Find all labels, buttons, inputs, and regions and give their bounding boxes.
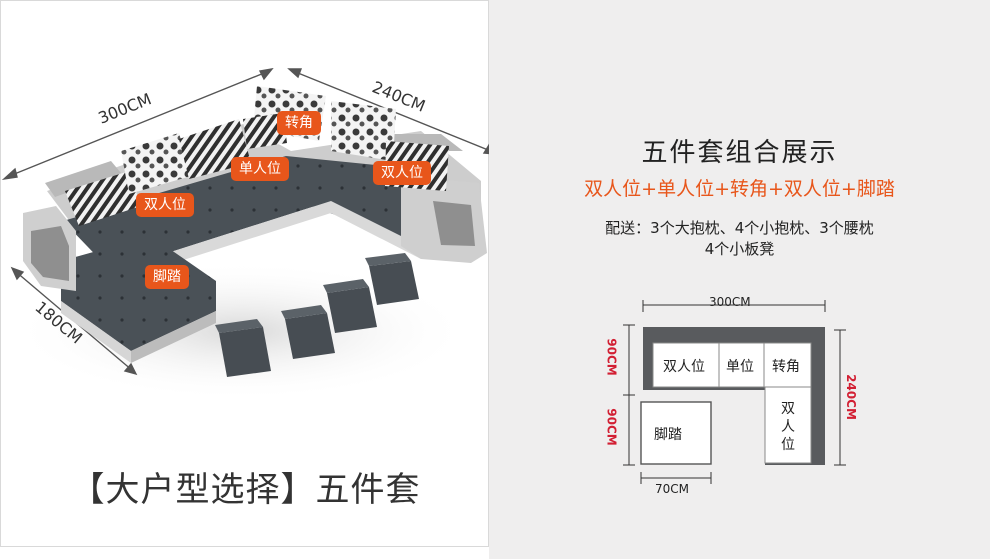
tag-double-seat-right: 双人位 [373, 161, 431, 185]
product-image-panel: 300CM 240CM 180CM 双人位 单人位 转角 双人位 脚踏 【大户型… [0, 0, 490, 547]
plan-height-right: 240CM [843, 374, 858, 420]
plan-vertical-double-seat: 双 人 位 [781, 401, 795, 453]
tag-double-seat-left: 双人位 [136, 193, 194, 217]
plan-width-top: 300CM [709, 295, 751, 309]
plan-height-left-lower: 90CM [604, 408, 619, 446]
plan-corner: 转角 [772, 359, 800, 375]
ottomans [215, 253, 419, 377]
tag-single-seat: 单人位 [231, 157, 289, 181]
set-title: 【大户型选择】五件套 [70, 470, 421, 510]
combination-subtitle: 双人位+单人位+转角+双人位+脚踏 [584, 178, 895, 200]
combination-title: 五件套组合展示 [641, 138, 838, 168]
tag-corner: 转角 [277, 111, 321, 135]
combination-info-panel: 五件套组合展示 双人位+单人位+转角+双人位+脚踏 配送：3个大抱枕、4个小抱枕… [489, 0, 990, 559]
delivery-line-1: 配送：3个大抱枕、4个小抱枕、3个腰枕 [605, 219, 874, 237]
delivery-line-2: 4个小板凳 [704, 240, 775, 258]
plan-height-left-upper: 90CM [604, 338, 619, 376]
plan-single-seat: 单位 [726, 359, 754, 375]
plan-footrest: 脚踏 [654, 427, 682, 443]
sofa-illustration [1, 68, 490, 401]
delivery-info: 配送：3个大抱枕、4个小抱枕、3个腰枕 4个小板凳 [489, 218, 990, 260]
tag-footrest: 脚踏 [145, 265, 189, 289]
floor-plan-diagram [623, 300, 846, 484]
plan-width-bottom: 70CM [655, 482, 690, 496]
plan-double-seat: 双人位 [663, 359, 705, 375]
